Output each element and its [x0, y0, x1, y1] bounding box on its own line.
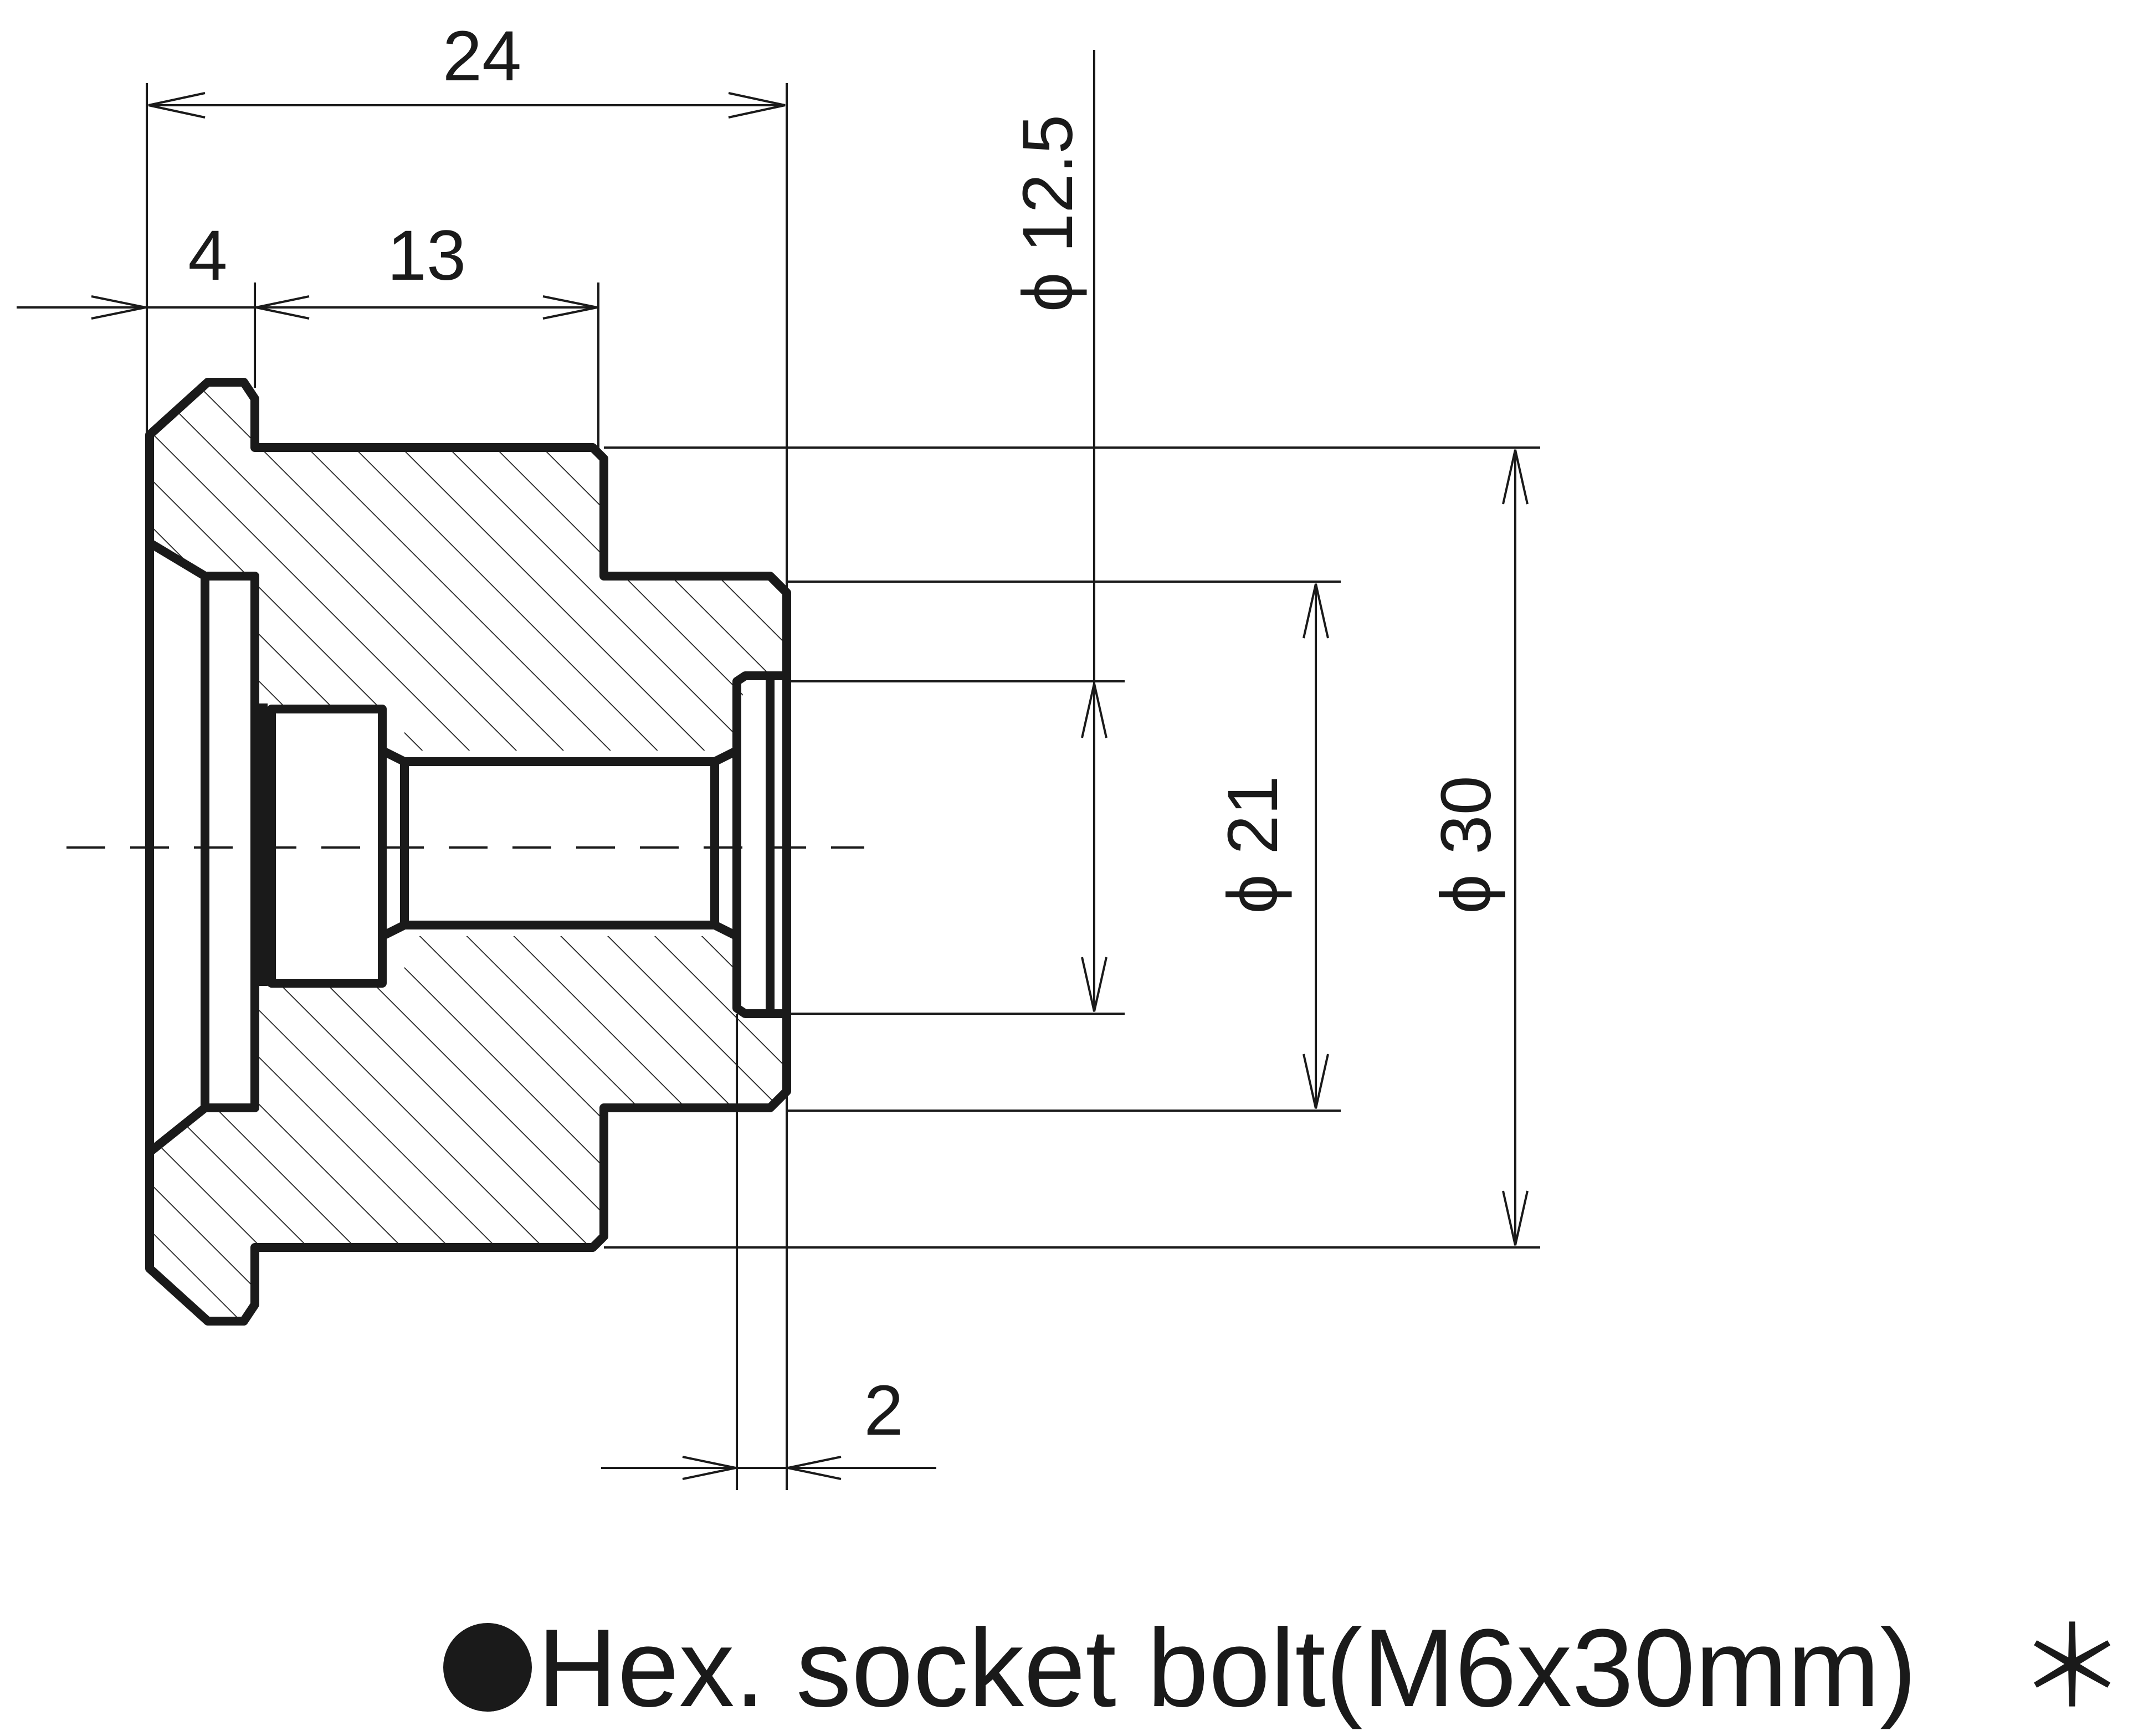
dim-text-flange-width: 4 [188, 216, 227, 295]
dim-text-step-diameter: ϕ 21 [1213, 775, 1293, 914]
section-upper-hatch [150, 382, 787, 751]
dim-text-bore-diameter: ϕ 12.5 [1008, 115, 1088, 312]
bolt-head-pocket [267, 705, 387, 988]
bullet-icon [443, 1623, 532, 1712]
dim-text-counterbore-depth: 2 [864, 1371, 903, 1450]
dimension-lines [17, 50, 1540, 1490]
dim-text-hub-length: 13 [387, 216, 466, 295]
caption-label: Hex. socket bolt(M6x30mm) [537, 1606, 1917, 1730]
caption-note: ＊1 [2017, 1606, 2133, 1730]
part-section [145, 378, 791, 1326]
flange-chamfer-bottom [147, 1104, 208, 1156]
flange-chamfer-top [147, 539, 208, 580]
section-lower-hatch [150, 936, 787, 1321]
head-recess [201, 572, 259, 1112]
right-counterbore [732, 671, 791, 1018]
dim-text-overall-length: 24 [443, 17, 521, 96]
bolt-bore [378, 746, 741, 941]
dim-text-outer-diameter: ϕ 30 [1427, 775, 1506, 914]
